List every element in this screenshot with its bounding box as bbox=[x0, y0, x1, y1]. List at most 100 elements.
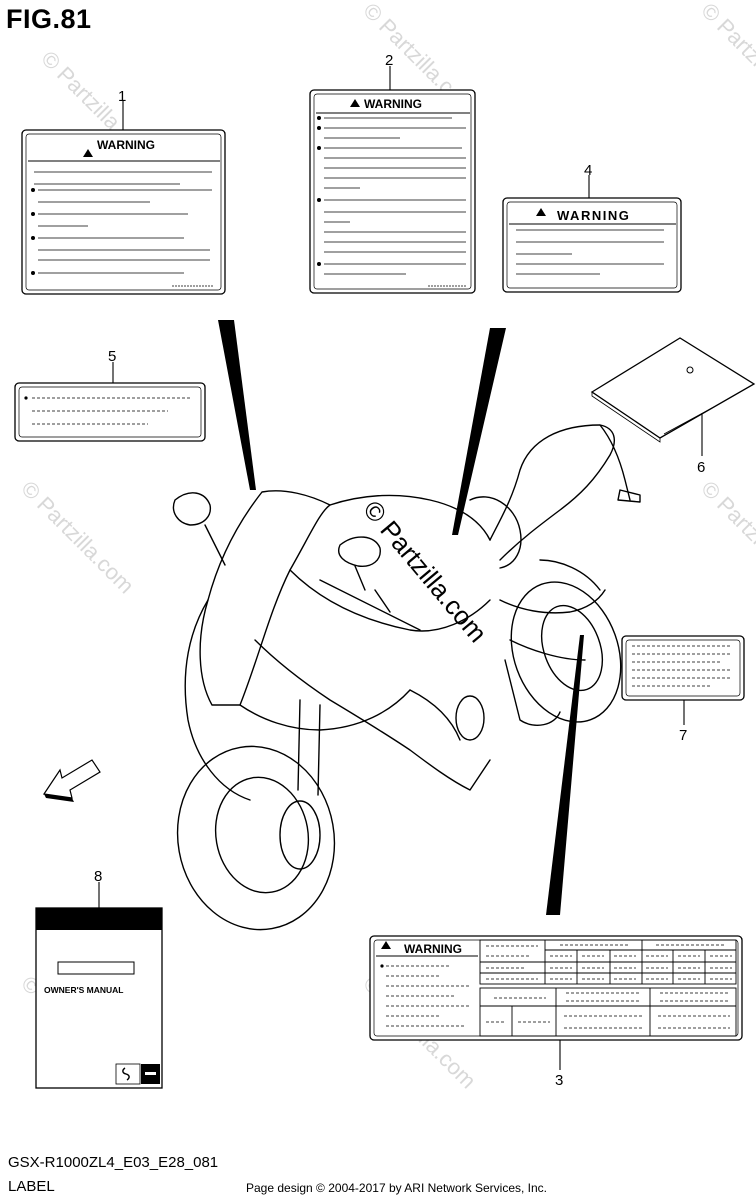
model-code: GSX-R1000ZL4_E03_E28_081 bbox=[8, 1154, 219, 1171]
label-3-warning: WARNING bbox=[404, 942, 462, 956]
manual-corner-mark bbox=[145, 1072, 156, 1075]
label-6 bbox=[590, 337, 756, 443]
headlight bbox=[455, 695, 485, 741]
front-rim bbox=[214, 776, 310, 894]
label-5-frame bbox=[14, 382, 206, 442]
front-brake bbox=[279, 800, 321, 870]
callout-3: 3 bbox=[555, 1072, 563, 1089]
frame bbox=[499, 589, 606, 614]
handlebar bbox=[319, 579, 421, 631]
callout-5: 5 bbox=[108, 348, 116, 365]
callout-6: 6 bbox=[697, 459, 705, 476]
callout-numbers: 1 2 3 4 5 6 7 8 bbox=[94, 52, 705, 1089]
front-fork-right bbox=[317, 704, 321, 796]
passenger-seat bbox=[469, 496, 522, 569]
watermark-center: © Partzilla.com bbox=[357, 495, 493, 648]
manual-title: OWNER'S MANUAL bbox=[44, 985, 123, 995]
fairing-inner bbox=[409, 689, 461, 741]
label-2-bullets bbox=[317, 116, 321, 266]
pointer-wedge-2 bbox=[452, 328, 506, 535]
label-4-warning: WARNING bbox=[557, 208, 630, 223]
label-1-alert-icon bbox=[83, 149, 93, 157]
leader-lines bbox=[98, 66, 703, 1070]
label-2-frame bbox=[309, 89, 476, 294]
label-2: WARNING bbox=[309, 89, 476, 294]
manual-top-band bbox=[36, 908, 162, 930]
motorcycle-drawing bbox=[172, 424, 641, 931]
label-3-table-bottom-lines bbox=[486, 992, 730, 1029]
label-3-table-top bbox=[479, 939, 737, 985]
pointer-wedge-3 bbox=[546, 635, 584, 915]
label-7-text-lines bbox=[632, 645, 730, 687]
label-7-frame bbox=[621, 635, 745, 701]
figure-title: FIG.81 bbox=[6, 4, 92, 34]
swingarm bbox=[509, 639, 586, 661]
tail-section bbox=[599, 424, 631, 501]
copyright-notice: Page design © 2004-2017 by ARI Network S… bbox=[246, 1181, 548, 1195]
label-7 bbox=[621, 635, 745, 701]
pointer-wedges bbox=[218, 320, 584, 915]
fairing-left bbox=[184, 599, 251, 801]
section-name: LABEL bbox=[8, 1178, 55, 1195]
label-5 bbox=[14, 382, 206, 442]
front-wheel bbox=[176, 745, 336, 931]
tail-light bbox=[617, 489, 641, 503]
exhaust bbox=[539, 559, 601, 591]
right-mirror bbox=[338, 536, 381, 567]
pointer-wedge-1 bbox=[218, 320, 256, 490]
label-6-line bbox=[663, 407, 713, 435]
label-2-inner bbox=[313, 93, 472, 290]
rider-seat bbox=[489, 424, 616, 561]
callout-7: 7 bbox=[679, 727, 687, 744]
label-2-warning: WARNING bbox=[364, 97, 422, 111]
label-5-text-lines bbox=[32, 397, 190, 425]
label-3-table-top-lines bbox=[486, 944, 732, 980]
label-4-text-lines bbox=[516, 229, 664, 275]
label-4-frame bbox=[502, 197, 682, 293]
label-5-bullet bbox=[24, 396, 28, 400]
fairing-panel bbox=[254, 639, 491, 791]
callout-8: 8 bbox=[94, 868, 102, 885]
label-6-hole bbox=[686, 366, 694, 374]
manual-title-box bbox=[57, 961, 135, 975]
label-1-inner bbox=[25, 133, 222, 291]
label-6-sheet bbox=[590, 337, 756, 439]
rear-wheel bbox=[510, 581, 622, 723]
watermark-mid-left: © Partzilla.com bbox=[16, 476, 139, 599]
label-1-text-lines bbox=[34, 171, 214, 287]
right-mirror-stem bbox=[354, 565, 366, 591]
fwd-arrow-icon bbox=[42, 759, 101, 802]
label-3-bullet bbox=[380, 964, 384, 968]
label-4-inner bbox=[506, 201, 678, 289]
windscreen bbox=[199, 490, 331, 706]
label-5-inner bbox=[18, 386, 202, 438]
label-2-alert-icon bbox=[350, 99, 360, 107]
label-3-table-bottom bbox=[479, 987, 737, 1037]
manual-logo-icon bbox=[122, 1067, 130, 1081]
left-mirror-stem bbox=[204, 524, 226, 566]
left-mirror bbox=[172, 492, 212, 526]
label-3-alert-icon bbox=[381, 941, 391, 949]
tank-top bbox=[329, 494, 491, 541]
front-fork-left bbox=[297, 699, 301, 791]
rear-rim bbox=[540, 604, 604, 692]
callout-2: 2 bbox=[385, 52, 393, 69]
label-1: WARNING bbox=[21, 129, 226, 295]
callout-4: 4 bbox=[584, 162, 592, 179]
label-6-edge bbox=[591, 391, 661, 443]
label-4: WARNING bbox=[502, 197, 682, 293]
label-7-inner bbox=[625, 639, 741, 697]
engine-lower bbox=[504, 659, 561, 726]
label-3-left-lines bbox=[386, 965, 470, 1027]
label-1-bullets bbox=[31, 188, 35, 275]
label-1-frame bbox=[21, 129, 226, 295]
watermark-top-right: © Partzilla.com bbox=[696, 0, 756, 120]
label-2-text-lines bbox=[324, 117, 466, 287]
label-1-warning: WARNING bbox=[97, 138, 155, 152]
manual-logo-box bbox=[115, 1063, 141, 1085]
callout-1: 1 bbox=[118, 88, 126, 105]
watermark-mid-right: © Partzilla.com bbox=[696, 476, 756, 599]
handlebar-grip bbox=[374, 589, 391, 613]
label-8-owners-manual: OWNER'S MANUAL bbox=[35, 907, 163, 1089]
